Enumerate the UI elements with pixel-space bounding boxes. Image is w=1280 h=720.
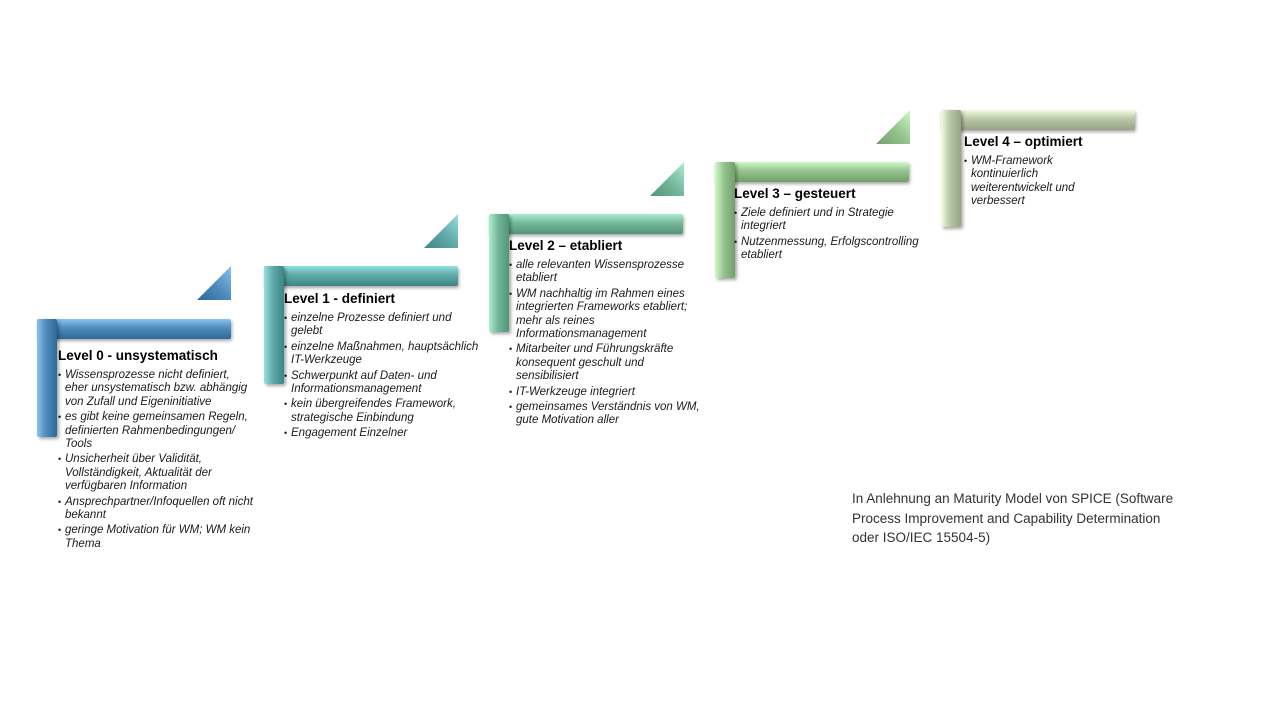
level-0-step-left-bar [37, 319, 57, 437]
level-1-triangle-shape [424, 214, 458, 248]
level-3-triangle-polygon [876, 110, 910, 144]
level-0-item: Ansprechpartner/Infoquellen oft nicht be… [58, 496, 254, 523]
level-4-item: WM-Framework kontinuierlich weiterentwic… [964, 155, 1104, 209]
level-1-item: kein übergreifendes Framework, strategis… [284, 398, 482, 425]
level-4-items: WM-Framework kontinuierlich weiterentwic… [964, 155, 1104, 211]
level-3-triangle-shape [876, 110, 910, 144]
level-2-item: Mitarbeiter und Führungskräfte konsequen… [509, 343, 707, 383]
level-0-triangle-shape [197, 266, 231, 300]
level-2-item: IT-Werkzeuge integriert [509, 386, 707, 400]
level-2-items: alle relevanten Wissensprozesse etablier… [509, 259, 707, 430]
level-1-arrow-triangle [424, 214, 458, 248]
level-0-item: Wissensprozesse nicht definiert, eher un… [58, 369, 254, 409]
level-1-item: Schwerpunkt auf Daten- und Informationsm… [284, 370, 482, 397]
level-3-item: Nutzenmessung, Erfolgscontrolling etabli… [734, 236, 920, 263]
level-2-step-top-bar [489, 214, 683, 234]
level-0-step-top-bar [37, 319, 231, 339]
level-0-item: es gibt keine gemeinsamen Regeln, defini… [58, 411, 254, 451]
level-2-title: Level 2 – etabliert [509, 238, 623, 253]
level-3-arrow-triangle [876, 110, 910, 144]
level-0-items: Wissensprozesse nicht definiert, eher un… [58, 369, 254, 553]
level-1-step-top-bar [264, 266, 458, 286]
level-3-step-top-bar [715, 162, 909, 182]
level-0-item: Unsicherheit über Validität, Vollständig… [58, 453, 254, 493]
level-1-step-left-bar [264, 266, 284, 384]
level-2-step-left-bar [489, 214, 509, 332]
level-0-arrow-triangle [197, 266, 231, 300]
level-4-step-left-bar [941, 110, 961, 227]
level-3-title: Level 3 – gesteuert [734, 186, 856, 201]
level-0-triangle-polygon [197, 266, 231, 300]
level-2-item: WM nachhaltig im Rahmen eines integriert… [509, 288, 707, 342]
level-2-triangle-polygon [650, 162, 684, 196]
level-0-item: geringe Motivation für WM; WM kein Thema [58, 524, 254, 551]
level-2-item: gemeinsames Verständnis von WM, gute Mot… [509, 401, 707, 428]
level-2-arrow-triangle [650, 162, 684, 196]
level-2-triangle-shape [650, 162, 684, 196]
level-2-item: alle relevanten Wissensprozesse etablier… [509, 259, 707, 286]
level-4-title: Level 4 – optimiert [964, 134, 1083, 149]
level-3-items: Ziele definiert und in Strategie integri… [734, 207, 920, 265]
level-3-item: Ziele definiert und in Strategie integri… [734, 207, 920, 234]
level-1-item: Engagement Einzelner [284, 427, 482, 441]
level-1-item: einzelne Prozesse definiert und gelebt [284, 312, 482, 339]
source-note: In Anlehnung an Maturity Model von SPICE… [852, 491, 1174, 545]
level-1-item: einzelne Maßnahmen, hauptsächlich IT-Wer… [284, 341, 482, 368]
level-0-title: Level 0 - unsystematisch [58, 348, 218, 363]
level-1-items: einzelne Prozesse definiert und gelebtei… [284, 312, 482, 443]
level-1-triangle-polygon [424, 214, 458, 248]
level-3-step-left-bar [715, 162, 735, 278]
level-1-title: Level 1 - definiert [284, 291, 396, 306]
level-4-step-top-bar [941, 110, 1135, 130]
